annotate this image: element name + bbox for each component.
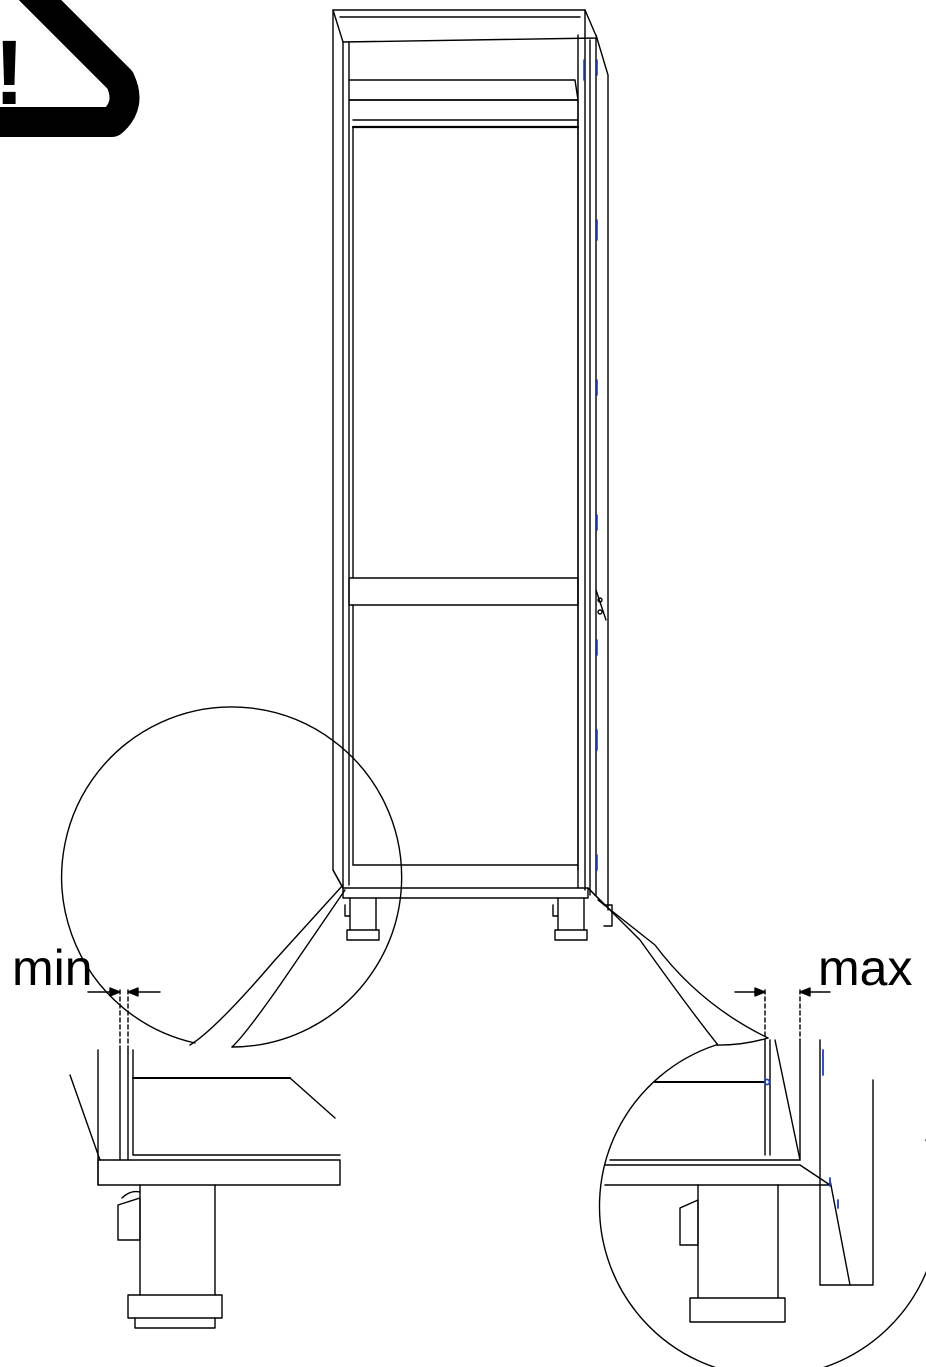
tall-cabinet <box>332 9 613 941</box>
warning-triangle-icon: ! <box>0 0 140 137</box>
min-label: min <box>12 940 93 996</box>
warning-exclamation: ! <box>0 22 25 124</box>
max-detail-fittings <box>763 1049 839 1209</box>
side-panel-fittings <box>583 59 598 871</box>
min-detail-callout <box>60 706 403 1329</box>
max-detail-callout <box>589 889 926 1367</box>
max-label: max <box>818 940 912 996</box>
